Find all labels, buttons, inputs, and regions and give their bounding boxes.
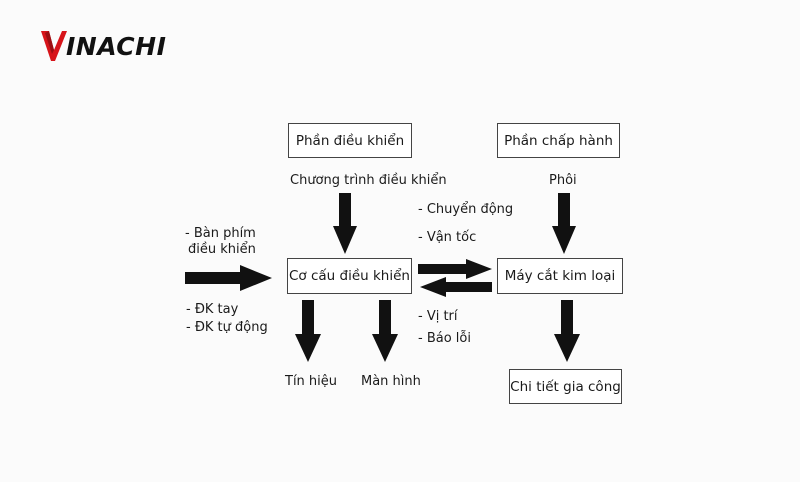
label-signal: Tín hiệu [285,374,338,389]
arrow-blank-down [552,193,576,254]
label-motion: - Chuyển động [418,202,514,217]
vinachi-logo: INACHI [40,30,166,62]
box-execution-part: Phần chấp hành [497,123,620,158]
logo-v-mark [41,31,67,61]
label-keyboard-line1: - Bàn phím [185,226,256,241]
box-metal-cutter: Máy cắt kim loại [497,258,623,294]
label-screen: Màn hình [361,374,421,389]
box-control-part: Phần điều khiển [288,123,412,158]
arrow-to-controller [420,277,492,297]
logo-text: INACHI [66,32,167,61]
arrow-input-right [185,265,272,291]
label-control-program: Chương trình điều khiển [290,173,447,188]
box-workpiece-detail: Chi tiết gia công [509,369,622,404]
label-position: - Vị trí [418,309,458,324]
arrow-program-down [333,193,357,254]
arrow-screen-down [372,300,398,362]
label-manual: - ĐK tay [186,302,239,317]
label-blank: Phôi [549,173,577,188]
box-control-mechanism: Cơ cấu điều khiển [287,258,412,294]
label-error-report: - Báo lỗi [418,331,471,346]
label-keyboard-line2: điều khiển [188,242,256,257]
arrow-to-cutter [418,259,492,279]
label-speed: - Vận tốc [418,230,477,245]
label-automatic: - ĐK tự động [186,320,268,335]
arrow-signal-down [295,300,321,362]
arrow-workpiece-down [554,300,580,362]
